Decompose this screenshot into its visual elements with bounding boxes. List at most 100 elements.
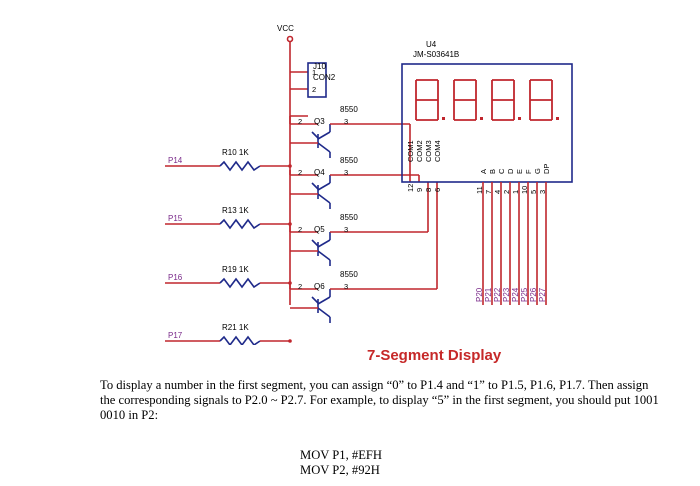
resistor-1: R10 1K P14 — [165, 148, 292, 172]
transistor-part-label: 8550 — [340, 156, 358, 165]
section-title: 7-Segment Display — [367, 347, 502, 364]
segment-port-label: P24 — [511, 287, 520, 302]
vcc-label: VCC — [277, 24, 294, 33]
segment-pin-name: B — [488, 169, 497, 174]
transistor-base-pin: 2 — [298, 117, 302, 126]
resistor-3: R19 1K P16 — [165, 265, 292, 289]
port-label: P15 — [168, 214, 183, 223]
transistor-collector-pin: 3 — [344, 225, 348, 234]
com-pin-1: COM1 12 — [406, 140, 415, 192]
display-part: JM-S03641B — [413, 50, 459, 59]
transistor-base-pin: 2 — [298, 282, 302, 291]
segment-pin-number: 4 — [493, 190, 502, 194]
code-line-2: MOV P2, #92H — [300, 463, 380, 477]
transistor-ref-label: Q4 — [314, 168, 325, 177]
segment-pin-name: C — [497, 168, 506, 174]
com-pin-number: 9 — [415, 188, 424, 192]
com-pin-name: COM4 — [433, 140, 442, 162]
digit-1 — [415, 79, 445, 121]
segment-port-label: P23 — [502, 287, 511, 302]
transistor-base-pin: 2 — [298, 225, 302, 234]
digit-2 — [453, 79, 483, 121]
segment-pin-name: DP — [542, 164, 551, 174]
port-label: P16 — [168, 273, 183, 282]
transistor-ref-label: Q5 — [314, 225, 325, 234]
connector-ref: J10 — [313, 62, 326, 71]
resistor-2: R13 1K P15 — [165, 206, 292, 230]
display-digits — [415, 79, 559, 121]
segment-port-label: P22 — [493, 287, 502, 302]
segment-port-label: P20 — [475, 287, 484, 302]
transistor-part-label: 8550 — [340, 213, 358, 222]
com-pin-2: COM2 9 — [415, 140, 424, 192]
transistor-part-label: 8550 — [340, 105, 358, 114]
digit-3 — [491, 79, 521, 121]
code-block: MOV P1, #EFH MOV P2, #92H — [300, 448, 382, 478]
segment-pin-name: G — [533, 168, 542, 174]
resistor-label: R13 1K — [222, 206, 249, 215]
connector-type: CON2 — [313, 73, 336, 82]
segment-port-label: P25 — [520, 287, 529, 302]
connector-pin1: 1 — [312, 68, 316, 77]
com-pin-4: COM4 6 — [433, 140, 442, 192]
segment-pin-number: 10 — [520, 186, 529, 194]
display-ref: U4 — [426, 40, 437, 49]
resistor-label: R21 1K — [222, 323, 249, 332]
display-module: U4 JM-S03641B COM1 12 COM2 9 COM3 8 COM4 6 A 11P2… — [401, 40, 573, 305]
com-pin-name: COM1 — [406, 140, 415, 162]
code-line-1: MOV P1, #EFH — [300, 448, 382, 462]
port-label: P17 — [168, 331, 183, 340]
segment-port-label: P21 — [484, 287, 493, 302]
transistor-collector-pin: 3 — [344, 117, 348, 126]
transistor-ref-label: Q6 — [314, 282, 325, 291]
segment-pin-number: 11 — [475, 186, 484, 194]
transistor-base-pin: 2 — [298, 168, 302, 177]
com-pin-number: 12 — [406, 184, 415, 192]
segment-pin-number: 7 — [484, 190, 493, 194]
transistor-collector-pin: 3 — [344, 168, 348, 177]
transistor-collector-pin: 3 — [344, 282, 348, 291]
description-text: To display a number in the first segment… — [100, 378, 659, 422]
segment-pin-name: F — [524, 169, 533, 174]
segment-pin-number: 5 — [529, 190, 538, 194]
resistor-4: R21 1K P17 — [165, 323, 292, 345]
resistor-label: R19 1K — [222, 265, 249, 274]
port-label: P14 — [168, 156, 183, 165]
transistor-part-label: 8550 — [340, 270, 358, 279]
segment-pin-name: A — [479, 169, 488, 174]
com-pin-number: 8 — [424, 188, 433, 192]
com-pin-name: COM2 — [415, 140, 424, 162]
vcc-supply: VCC — [277, 24, 308, 117]
com-pin-name: COM3 — [424, 140, 433, 162]
com-pin-number: 6 — [433, 188, 442, 192]
segment-pin-number: 2 — [502, 190, 511, 194]
connector-pin2: 2 — [312, 85, 316, 94]
segment-port-label: P26 — [529, 287, 538, 302]
resistor-label: R10 1K — [222, 148, 249, 157]
segment-pin-name: D — [506, 168, 515, 174]
segment-port-label: P27 — [538, 287, 547, 302]
segment-pin-number: 3 — [538, 190, 547, 194]
transistor-ref-label: Q3 — [314, 117, 325, 126]
com-pin-3: COM3 8 — [424, 140, 433, 192]
segment-pin-number: 1 — [511, 190, 520, 194]
digit-4 — [529, 79, 559, 121]
segment-pin-name: E — [515, 169, 524, 174]
connector-j10: J10 CON2 1 2 — [307, 62, 336, 98]
